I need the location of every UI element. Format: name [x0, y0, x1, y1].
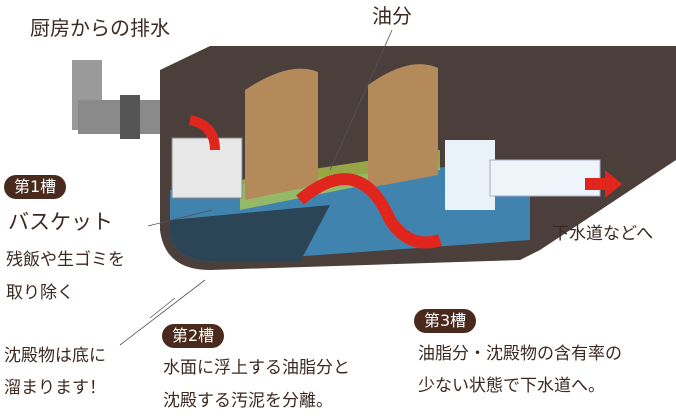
sediment-line-1: 沈殿物は底に: [4, 346, 106, 366]
sludge: [170, 205, 330, 262]
inflow-label: 厨房からの排水: [30, 16, 170, 40]
tank-3-line-2: 少ない状態で下水道へ。: [418, 376, 605, 396]
tank-1-badge: 第1槽: [4, 175, 67, 199]
basket: [171, 137, 243, 199]
tank-1-line-2: 取り除く: [6, 283, 74, 303]
inflow-pipe: [72, 60, 168, 139]
sediment-line-2: 溜まります！: [4, 378, 106, 398]
flow-arrow-main: [296, 173, 442, 249]
flow-arrow-in: [188, 115, 220, 151]
baffle-2: [368, 64, 438, 188]
outlet-pipe: [445, 140, 601, 210]
tank-1-title: バスケット: [8, 210, 113, 234]
flow-arrow-out: [585, 170, 622, 198]
tank-1-line-1: 残飯や生ゴミを: [6, 250, 125, 270]
outflow-label: 下水道などへ: [552, 224, 654, 244]
baffle-1: [245, 68, 318, 200]
tank-3-line-1: 油脂分・沈殿物の含有率の: [418, 344, 622, 364]
tank-2-badge: 第2槽: [162, 324, 225, 348]
tank-2-line-2: 沈殿する汚泥を分離。: [163, 391, 333, 411]
tank-3-badge: 第3槽: [414, 309, 477, 333]
tank-2-line-1: 水面に浮上する油脂分と: [163, 358, 350, 378]
oil-label: 油分: [372, 4, 412, 28]
